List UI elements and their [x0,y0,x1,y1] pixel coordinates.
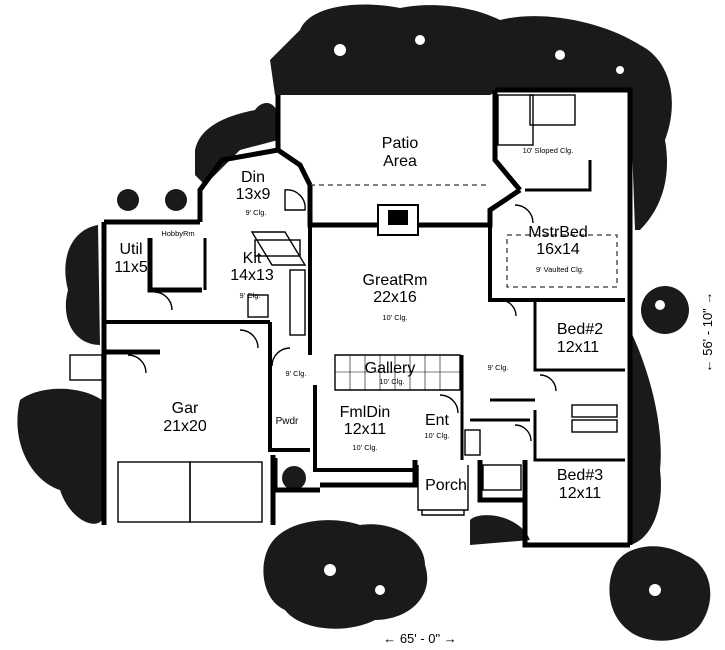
greatrm-ceiling: 10' Clg. [382,313,407,322]
greatrm-label: GreatRm [363,272,428,289]
hobby-label: HobbyRm [161,229,194,238]
ent-label: Ent [425,412,450,429]
porch-label: Porch [425,477,467,494]
din-dim: 13x9 [236,186,271,203]
bed3-label: Bed#3 [557,467,603,484]
dimensions: ← 65' - 0" → ← 56' - 10" → [383,292,715,646]
mstrbed-label: MstrBed [528,224,588,241]
shrub-right-mid [470,330,661,545]
tree-top-right [270,4,672,231]
patio-label: Patio [382,135,419,152]
ent-ceiling: 10' Clg. [424,431,449,440]
util-label: Util [119,241,142,258]
landscaping [17,4,711,641]
small-shrubs [117,189,306,490]
util-dim: 11x5 [114,259,148,276]
tree-bottom-right [609,546,711,641]
room-labels: Patio Area Din 13x9 9' Clg. Kit 14x13 9'… [114,135,603,502]
hall-left-ceiling: 9' Clg. [285,369,306,378]
bed2-dim: 12x11 [557,339,600,356]
interior-walls [104,160,625,472]
shrub-left [65,225,100,345]
kit-ceiling: 9' Clg. [239,291,260,300]
fmldin-label: FmlDin [340,404,391,421]
greatrm-dim: 22x16 [373,289,417,306]
exterior-walls [101,87,633,548]
depth-dimension: ← 56' - 10" → [700,292,715,373]
tree-top-left [195,103,278,185]
mstrbed-ceiling: 9' Vaulted Clg. [536,265,584,274]
width-dimension: ← 65' - 0" → [383,631,457,646]
pwdr-label: Pwdr [276,416,299,427]
bed3-dim: 12x11 [559,485,602,502]
fixtures [69,94,618,523]
gallery-floor [334,354,461,391]
gar-dim: 21x20 [163,418,207,435]
tree-bottom-left [17,388,102,524]
small-tree-right [641,286,689,334]
fmldin-ceiling: 10' Clg. [352,443,377,452]
gar-label: Gar [172,400,199,417]
fmldin-dim: 12x11 [344,421,387,438]
mstrbed-dim: 16x14 [536,241,580,258]
gallery-ceiling: 10' Clg. [379,377,404,386]
bed2-label: Bed#2 [557,321,603,338]
mstrbath-ceiling: 10' Sloped Clg. [523,146,574,155]
tree-bottom-center [263,520,428,629]
din-label: Din [241,169,265,186]
din-ceiling: 9' Clg. [245,208,266,217]
gallery-label: Gallery [365,360,416,377]
hall-right-ceiling: 9' Clg. [487,363,508,372]
kit-dim: 14x13 [230,267,274,284]
patio-label-line2: Area [383,153,417,170]
kit-label: Kit [243,250,262,267]
